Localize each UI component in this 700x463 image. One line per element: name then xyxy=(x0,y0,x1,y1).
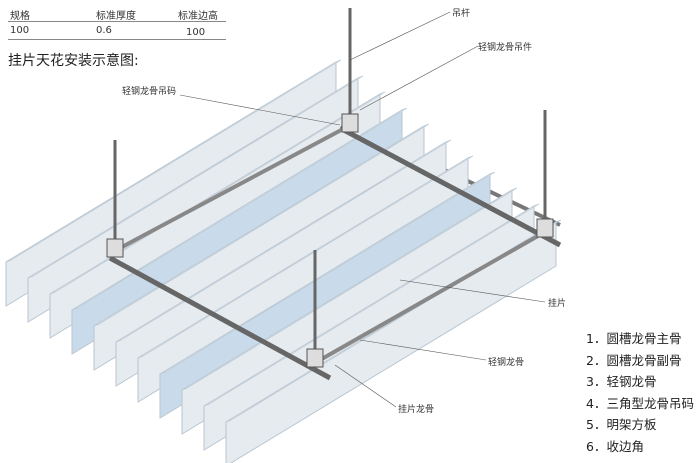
hanger-bracket xyxy=(536,218,554,238)
legend-item: 1．圆槽龙骨主骨 xyxy=(586,331,682,346)
baffle-top-edge xyxy=(159,171,496,375)
baffle-top-edge xyxy=(71,107,408,311)
baffle-top-edge xyxy=(49,91,386,295)
legend-item: 4．三角型龙骨吊码 xyxy=(586,395,694,411)
leader-line xyxy=(359,339,487,361)
spec-value-row: 100 0.6 100 xyxy=(8,22,226,40)
baffle-top-edge xyxy=(27,75,364,279)
baffle-top-edge xyxy=(137,155,474,359)
leader-line xyxy=(399,279,546,303)
spec-header: 标准边高 xyxy=(178,11,218,22)
legend-item: 6．收边角 xyxy=(586,438,644,454)
spec-table: 规格 标准厚度 标准边高 100 0.6 100 xyxy=(8,4,226,40)
baffle-top-edge xyxy=(5,59,342,263)
diagram-title: 挂片天花安装示意图: xyxy=(8,53,139,69)
leader-line xyxy=(179,94,341,126)
hanger-bracket xyxy=(306,348,324,368)
leader-line xyxy=(359,45,479,111)
spec-header-row: 规格 标准厚度 标准边高 xyxy=(8,4,226,22)
callout-hanger: 轻钢龙骨吊件 xyxy=(478,43,533,53)
cross-channel xyxy=(119,126,346,250)
leader-line xyxy=(349,11,451,61)
hanger-bracket xyxy=(106,238,124,258)
parts-legend: 1．圆槽龙骨主骨 2．圆槽龙骨副骨 3．轻钢龙骨 4．三角型龙骨吊码 5．明架方… xyxy=(586,328,694,457)
spec-header: 标准厚度 xyxy=(96,11,136,22)
spec-value: 0.6 xyxy=(96,25,112,36)
legend-item: 3．轻钢龙骨 xyxy=(586,374,657,389)
callout-baffle: 挂片 xyxy=(548,299,567,309)
leader-line xyxy=(334,364,397,408)
baffle-top-edge xyxy=(115,139,452,343)
spec-value: 100 xyxy=(10,25,30,36)
cross-channel xyxy=(319,230,546,362)
callout-clip: 轻钢龙骨吊码 xyxy=(122,87,177,97)
callout-rod: 吊杆 xyxy=(452,9,471,19)
spec-value: 100 xyxy=(186,27,206,38)
baffle-top-edge xyxy=(93,123,430,327)
spec-header: 规格 xyxy=(10,11,30,22)
callout-carrier: 挂片龙骨 xyxy=(398,405,435,415)
baffle-top-edge xyxy=(181,187,518,391)
main-channel xyxy=(338,125,562,248)
main-channel xyxy=(108,255,332,381)
callout-channel: 轻钢龙骨 xyxy=(488,358,525,368)
hanger-bracket xyxy=(341,113,359,133)
legend-item: 2．圆槽龙骨副骨 xyxy=(586,352,682,368)
legend-item: 5．明架方板 xyxy=(586,417,657,432)
